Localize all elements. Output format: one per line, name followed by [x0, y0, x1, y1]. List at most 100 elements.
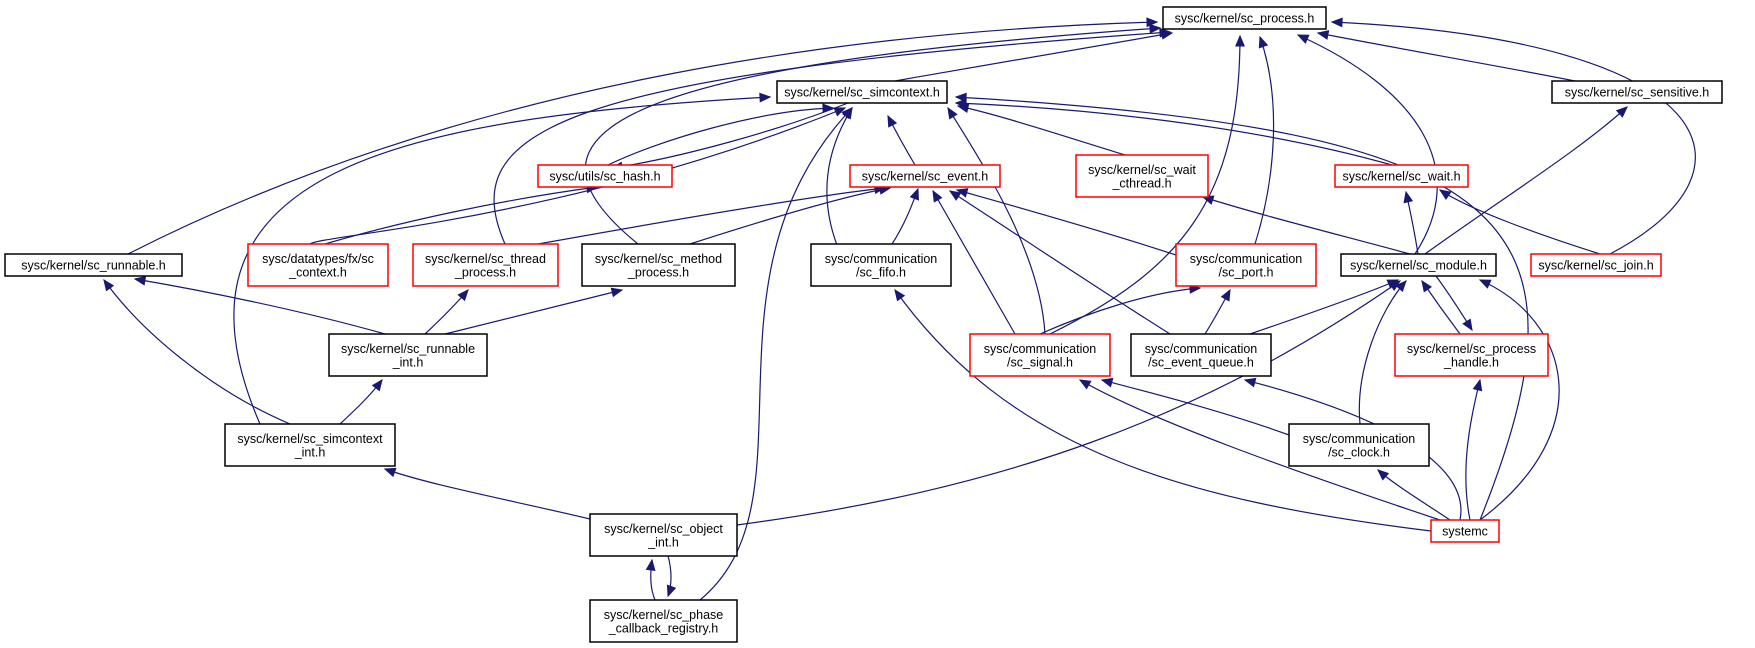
node-label-line: sysc/kernel/sc_object — [604, 522, 723, 536]
edge-line — [949, 190, 1171, 335]
edge-runnable-to-process — [127, 17, 1159, 255]
node-label-line: _int.h — [294, 445, 326, 459]
edge-simcontext_int-to-runnable_int — [339, 378, 383, 425]
node-signal[interactable]: sysc/communication/sc_signal.h — [969, 333, 1111, 377]
edge-line — [1249, 279, 1399, 335]
node-box — [1288, 423, 1430, 467]
edge-line — [1079, 379, 1441, 521]
arrow-head — [371, 378, 383, 392]
arrow-head — [954, 98, 967, 109]
node-label-line: sysc/kernel/sc_process.h — [1175, 12, 1315, 26]
arrow-head — [948, 190, 962, 201]
edge-fifo-to-event — [891, 187, 919, 245]
edge-wait-to-simcontext — [954, 98, 1393, 166]
edge-line — [127, 21, 1158, 255]
node-label-line: _process.h — [627, 265, 689, 279]
arrow-head — [1395, 280, 1407, 293]
edge-join-to-process — [1330, 17, 1696, 255]
edge-wait_cthread-to-simcontext — [956, 103, 1126, 156]
node-simcontext-int[interactable]: sysc/kernel/sc_simcontext_int.h — [224, 423, 396, 467]
edge-line — [309, 107, 846, 245]
node-label-line: _int.h — [392, 355, 424, 369]
node-box — [1430, 519, 1500, 543]
node-process[interactable]: sysc/kernel/sc_process.h — [1162, 6, 1327, 30]
node-phase-callback[interactable]: sysc/kernel/sc_phase_callback_registry.h — [589, 599, 738, 643]
arrow-head — [1478, 279, 1492, 289]
node-systemc[interactable]: systemc — [1430, 519, 1500, 543]
edge-line — [689, 187, 891, 245]
arrow-head — [1220, 288, 1231, 302]
node-label-line: sysc/kernel/sc_process — [1407, 342, 1536, 356]
edge-line — [947, 107, 1046, 335]
edge-port-to-process — [1254, 35, 1275, 245]
arrow-head — [1377, 469, 1390, 481]
edge-systemc-to-signal — [1078, 379, 1441, 521]
node-label-line: sysc/kernel/sc_phase — [604, 608, 724, 622]
node-simcontext[interactable]: sysc/kernel/sc_simcontext.h — [776, 80, 948, 104]
node-runnable[interactable]: sysc/kernel/sc_runnable.h — [4, 253, 183, 277]
edge-line — [134, 278, 386, 335]
node-label-line: sysc/kernel/sc_thread — [425, 252, 546, 266]
node-method-process[interactable]: sysc/kernel/sc_method_process.h — [581, 243, 736, 287]
arrow-head — [1438, 189, 1452, 200]
node-label-line: sysc/kernel/sc_simcontext — [237, 432, 383, 446]
node-box — [1551, 80, 1723, 104]
node-fifo[interactable]: sysc/communication/sc_fifo.h — [810, 243, 952, 287]
edge-method_process-to-event — [689, 184, 892, 245]
edge-line — [956, 189, 1177, 256]
arrow-head — [759, 92, 772, 103]
node-hash[interactable]: sysc/utils/sc_hash.h — [537, 164, 673, 188]
edge-line — [103, 279, 291, 425]
arrow-head — [1330, 17, 1343, 28]
arrow-head — [909, 187, 919, 201]
node-label-line: sysc/kernel/sc_sensitive.h — [1565, 86, 1710, 100]
edge-line — [1439, 189, 1601, 255]
edge-clock-to-signal — [1100, 377, 1290, 436]
node-box — [589, 513, 738, 557]
node-join[interactable]: sysc/kernel/sc_join.h — [1530, 253, 1662, 277]
node-event-queue[interactable]: sysc/communication/sc_event_queue.h — [1130, 333, 1272, 377]
edge-line — [1049, 35, 1241, 335]
node-label-line: /sc_event_queue.h — [1148, 355, 1254, 369]
nodes-layer: sysc/kernel/sc_process.h sysc/kernel/sc_s… — [4, 6, 1723, 643]
node-label-line: sysc/kernel/sc_join.h — [1538, 259, 1653, 273]
arrow-head — [666, 584, 677, 598]
node-wait[interactable]: sysc/kernel/sc_wait.h — [1334, 164, 1469, 188]
node-box — [328, 333, 488, 377]
node-module[interactable]: sysc/kernel/sc_module.h — [1340, 253, 1497, 277]
node-box — [412, 243, 559, 287]
node-fx-context[interactable]: sysc/datatypes/fx/sc_context.h — [247, 243, 389, 287]
node-label-line: systemc — [1442, 525, 1488, 539]
node-box — [1130, 333, 1272, 377]
node-wait-cthread[interactable]: sysc/kernel/sc_wait_cthread.h — [1075, 154, 1209, 198]
node-process-handle[interactable]: sysc/kernel/sc_process_handle.h — [1394, 333, 1549, 377]
edge-signal-to-process — [1049, 34, 1245, 335]
arrow-head — [1462, 318, 1473, 332]
arrow-head — [133, 275, 147, 286]
edge-line — [932, 190, 1016, 335]
node-clock[interactable]: sysc/communication/sc_clock.h — [1288, 423, 1430, 467]
node-thread-process[interactable]: sysc/kernel/sc_thread_process.h — [412, 243, 559, 287]
node-port[interactable]: sysc/communication/sc_port.h — [1175, 243, 1317, 287]
node-box — [1162, 6, 1327, 30]
node-event[interactable]: sysc/kernel/sc_event.h — [849, 164, 1001, 188]
arrow-head — [1243, 377, 1257, 388]
node-label-line: /sc_clock.h — [1328, 445, 1390, 459]
node-label-line: sysc/datatypes/fx/sc — [262, 252, 374, 266]
node-object-int[interactable]: sysc/kernel/sc_object_int.h — [589, 513, 738, 557]
node-label-line: _cthread.h — [1111, 176, 1171, 190]
arrow-head — [1421, 279, 1433, 293]
node-sensitive[interactable]: sysc/kernel/sc_sensitive.h — [1551, 80, 1723, 104]
node-box — [224, 423, 396, 467]
arrow-head — [1149, 23, 1162, 34]
edge-line — [1465, 379, 1481, 521]
arrow-head — [103, 278, 115, 292]
edge-fx_context-to-hash — [324, 183, 599, 245]
edge-simcontext_int-to-simcontext — [233, 92, 772, 425]
arrow-head — [1615, 106, 1628, 118]
node-label-line: /sc_signal.h — [1007, 355, 1073, 369]
node-runnable-int[interactable]: sysc/kernel/sc_runnable_int.h — [328, 333, 488, 377]
node-box — [776, 80, 948, 104]
node-box — [1394, 333, 1549, 377]
